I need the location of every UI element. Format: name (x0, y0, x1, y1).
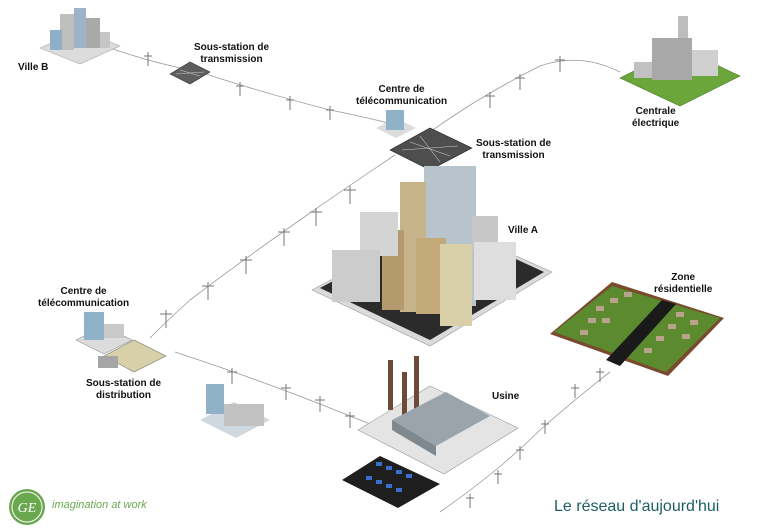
label-centrale: Centrale électrique (632, 106, 680, 129)
svg-text:GE: GE (18, 501, 37, 516)
ge-logo: GE (9, 489, 45, 525)
power-plant (619, 16, 741, 107)
label-centre-telecom-1: Centre de télécommunication (356, 84, 448, 107)
label-sous-station-distribution: Sous-station de distribution (86, 378, 162, 401)
factory (357, 356, 519, 475)
residential-zone (550, 282, 724, 376)
tagline: imagination at work (52, 499, 147, 511)
pylons (144, 52, 604, 508)
label-ville-b: Ville B (18, 62, 49, 73)
diagram-caption: Le réseau d'aujourd'hui (554, 498, 720, 515)
ville-a-buildings (311, 166, 553, 347)
ville-b-buildings (39, 8, 121, 65)
parking-lot (342, 456, 440, 508)
transmission-substation-2 (389, 127, 473, 171)
power-lines (109, 47, 621, 513)
label-sous-station-transmission-2: Sous-station de transmission (476, 138, 552, 161)
telecom-centre-1 (376, 110, 416, 138)
telecom-centre-2 (75, 312, 133, 355)
label-sous-station-transmission-1: Sous-station de transmission (194, 42, 270, 65)
label-zone-residentielle: Zone résidentielle (654, 272, 713, 295)
label-usine: Usine (492, 391, 520, 402)
label-centre-telecom-2: Centre de télécommunication (38, 286, 130, 309)
transmission-substation-1 (169, 61, 211, 85)
label-ville-a: Ville A (508, 225, 539, 236)
distribution-substation (98, 339, 167, 373)
small-office-building (200, 384, 270, 438)
